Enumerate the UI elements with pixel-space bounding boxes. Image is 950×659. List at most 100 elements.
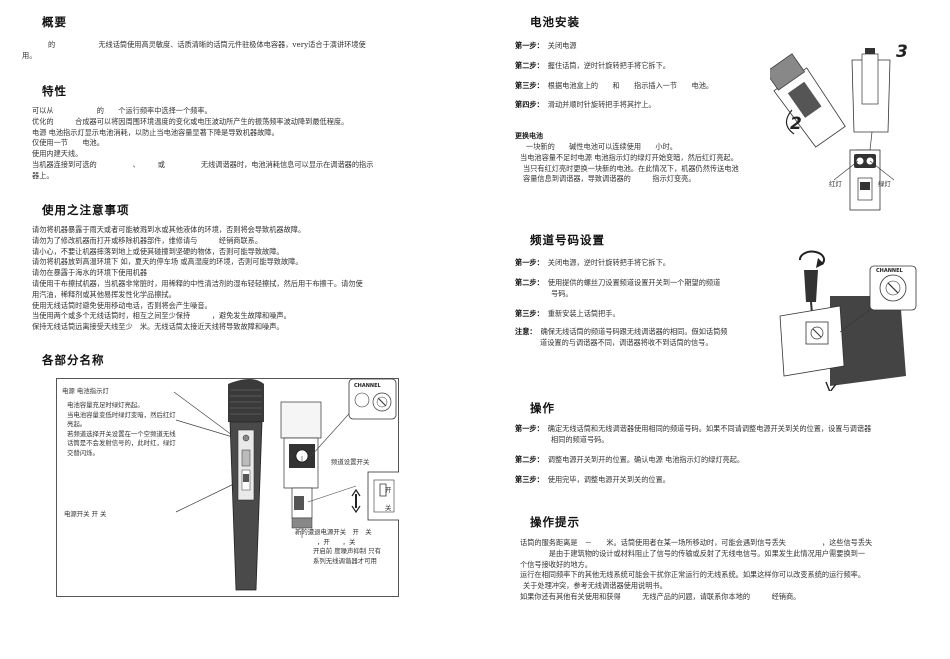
channel-dial-label: CHANNEL <box>354 383 381 389</box>
step-text: 使用完毕，调整电源开关到关的位置。 <box>547 475 670 484</box>
channel-note: 注意：确保无线话筒的频道号码跟无线调谐器的相同。假如话筒频 <box>515 327 727 337</box>
operation-step-1-cont: 相同的频道号码。 <box>551 435 609 445</box>
step-label: 第一步： <box>515 424 544 433</box>
step-label: 第二步： <box>515 455 544 464</box>
precautions-title: 使用之注意事项 <box>42 203 130 217</box>
indicator-description: 电池容量充足时绿灯亮起。 当电池容量变低时绿灯变暗，然后红灯 亮起。 若频道选择… <box>67 401 176 459</box>
step-text: 滑动并顺时针旋转把手将其拧上。 <box>547 100 656 109</box>
replace-line: 容量信息到调谐器，导致调谐器的 指示灯变亮。 <box>523 174 696 184</box>
precaution-line: 使用无线话筒时避免使用移动电话，否则将会产生噪音。 <box>32 300 212 310</box>
red-light-label: 红灯 <box>829 180 842 188</box>
step-label: 第三步： <box>515 309 544 318</box>
precaution-line: 保持无线话筒远离接受天线至少 米。无线话筒太接近天线将导致故障和噪声。 <box>32 322 284 332</box>
step-text: 调整电源开关到开的位置。确认电源 电池指示灯的绿灯亮起。 <box>547 455 745 464</box>
indicator-desc-line: 电池容量充足时绿灯亮起。 <box>67 401 144 409</box>
step-label: 第二步： <box>515 278 544 287</box>
tips-line: 运行在相同频率下的其他无线系统可能会干扰你正常运行的无线系统。如果这样你可以改变… <box>520 570 866 580</box>
battery-step-2: 第二步：握住话筒，逆时针旋转把手将它拆下。 <box>515 61 670 71</box>
tips-line: 话筒的服务距离是 － 米。话筒使用者在某一场所移动时，可能会遇到信号丢失 ，这些… <box>520 538 873 547</box>
operation-step-3: 第三步：使用完毕，调整电源开关到关的位置。 <box>515 475 670 485</box>
features-line: 仅使用一节 电池。 <box>32 138 104 148</box>
battery-step-4: 第四步：滑动并顺时针旋转把手将其拧上。 <box>515 100 656 110</box>
step-text: 确保无线话筒的频道号码跟无线调谐器的相同。假如话筒频 <box>540 327 728 336</box>
newmodel-desc-line: ，开 ，关 <box>317 537 356 546</box>
step-text: 关闭电源 <box>547 41 577 50</box>
features-list: 可以从 的 个运行频率中选择一个频率。 优化的 合成器可以将因周围环境温度的变化… <box>32 106 373 182</box>
battery-install-illustration <box>770 48 895 211</box>
replace-battery-title: 更换电池 <box>515 132 543 140</box>
battery-figure-number-2: 2 <box>790 114 802 134</box>
precaution-line: 请勿为了修改机器而打开或移除机器部件，维修请与 经销商联系。 <box>32 235 263 245</box>
features-line: 优化的 合成器可以将因周围环境温度的变化或电压波动所产生的振荡频率波动降到最低程… <box>32 116 349 126</box>
precaution-line: 当使用两个或多个无线话筒时，相互之间至少保持 ，避免发生故障和噪声。 <box>32 311 291 321</box>
battery-figure-number-3: 3 <box>896 42 908 62</box>
step-text: 握住话筒，逆时针旋转把手将它拆下。 <box>547 61 670 70</box>
parts-title: 各部分名称 <box>42 353 105 367</box>
operation-step-1: 第一步：确定无线话筒和无线调谐器使用相同的频道号码。如果不同请调整电源开关到关的… <box>515 424 871 434</box>
operation-step-2: 第二步：调整电源开关到开的位置。确认电源 电池指示灯的绿灯亮起。 <box>515 455 744 465</box>
step-label: 第一步： <box>515 258 544 267</box>
replace-line: 一块新的 碱性电池可以连续使用 小时。 <box>526 142 677 151</box>
operation-title: 操作 <box>530 401 555 415</box>
channel-step-2-cont: 号码。 <box>551 289 573 299</box>
tips-line: 是由于建筑物的设计或材料阻止了信号的传输或反射了无线电信号。如果发生此情况用户需… <box>520 548 866 558</box>
indicator-desc-line: 交替闪烁。 <box>67 449 99 458</box>
step-text: 重新安装上话筒把手。 <box>547 309 620 318</box>
precaution-line: 请勿将机器放到高温环境下 如，夏天的停车场 或高湿度的环境，否则可能导致故障。 <box>32 257 303 267</box>
step-label: 注意： <box>515 327 537 336</box>
replace-line: 当电池容量不足时电源 电池指示灯的绿灯开始变暗，然后红灯亮起。 <box>520 152 738 162</box>
precaution-line: 请勿将机器暴露于雨天或者可能被溅到水或其他液体的环境，否则将会导致机器故障。 <box>32 225 306 234</box>
features-title: 特性 <box>42 84 67 98</box>
overview-line-2: 用。 <box>22 50 37 60</box>
features-line: 当机器连接到可选的 、 或 无线调谐器时，电池消耗信息可以显示在调谐器的指示 <box>32 159 374 169</box>
newmodel-desc-line: 新的遭退电源开关 开 关 <box>295 528 372 536</box>
indicator-desc-line: 亮起。 <box>67 420 87 429</box>
switch-off-label: 关 <box>385 504 392 512</box>
channel-dial-label-right: CHANNEL <box>876 268 903 274</box>
channel-switch-label: 频道设置开关 <box>331 458 370 466</box>
precaution-line: 用汽油，稀释剂或其他易挥发性化学品擦拭。 <box>32 289 176 299</box>
features-line: 可以从 的 个运行频率中选择一个频率。 <box>32 106 212 115</box>
tips-line: 如果你还有其他有关使用和获得 无线产品的问题，请联系你本地的 经销商。 <box>520 591 801 601</box>
features-line: 器上。 <box>32 170 54 180</box>
step-label: 第四步： <box>515 100 544 109</box>
tips-line: 关于处理冲突，参考无线调谐器使用说明书。 <box>523 581 667 591</box>
step-text: 确定无线话筒和无线调谐器使用相同的频道号码。如果不同请调整电源开关到关的位置，设… <box>547 424 872 433</box>
precautions-list: 请勿将机器暴露于雨天或者可能被溅到水或其他液体的环境，否则将会导致机器故障。 请… <box>32 225 363 333</box>
parts-illustration <box>173 378 399 591</box>
indicator-label: 电源 电池指示灯 <box>62 387 109 395</box>
battery-step-3: 第三步：根据电池盒上的 和 指示插入一节 电池。 <box>515 81 713 91</box>
replace-battery-text: 一块新的 碱性电池可以连续使用 小时。 当电池容量不足时电源 电池指示灯的绿灯开… <box>520 142 739 185</box>
precaution-line: 请使用干布擦拭机器，当机器非常脏时，用稀释的中性清洁剂的湿布轻轻擦拭，然后用干布… <box>32 278 363 288</box>
channel-setting-illustration <box>779 250 917 391</box>
step-label: 第二步： <box>515 61 544 70</box>
precaution-line: 请勿在暴露于海水的环境下使用机器 <box>32 268 148 278</box>
overview-title: 概要 <box>42 15 67 29</box>
channel-step-1: 第一步：关闭电源，逆时针旋转把手将它拆下。 <box>515 258 670 268</box>
step-label: 第三步： <box>515 475 544 484</box>
step-label: 第一步： <box>515 41 544 50</box>
newmodel-desc-line: 开启前 度噪声抑制 只有 <box>313 547 381 556</box>
step-text: 相同的频道号码。 <box>551 435 609 444</box>
channel-step-3: 第三步：重新安装上话筒把手。 <box>515 309 620 319</box>
channel-note-cont: 道设置的与调谐器不同，调谐器将收不到话筒的信号。 <box>540 338 713 348</box>
overview-line-1: 的 无线话筒使用高灵敏度、话质清晰的话筒元件驻极体电容器，very适合于演讲环境… <box>48 40 366 49</box>
features-line: 电源 电池指示灯显示电池消耗，以防止当电池容量显著下降是导致机器故障。 <box>32 127 279 137</box>
newmodel-desc-line: 系列无线调谐器才可用 <box>313 556 377 565</box>
switch-on-label: 开 <box>385 486 392 494</box>
channel-step-2: 第二步：使用提供的螺丝刀设置频道设置开关到一个期望的频道 <box>515 278 720 288</box>
step-text: 关闭电源，逆时针旋转把手将它拆下。 <box>547 258 670 267</box>
precaution-line: 请小心，不要让机器摔落到地上或使其碰撞到坚硬的物体，否则可能导致故障。 <box>32 246 284 256</box>
step-text: 使用提供的螺丝刀设置频道设置开关到一个期望的频道 <box>547 278 721 287</box>
green-light-label: 绿灯 <box>878 180 891 188</box>
step-label: 第三步： <box>515 81 544 90</box>
indicator-desc-line: 当电池容量变低时绿灯变暗，然后红灯 <box>67 410 176 419</box>
overview-text: 的 无线话筒使用高灵敏度、话质清晰的话筒元件驻极体电容器，very适合于演讲环境… <box>22 40 366 62</box>
newmodel-description: 新的遭退电源开关 开 关 ，开 ，关 开启前 度噪声抑制 只有 系列无线调谐器才… <box>295 528 381 566</box>
power-switch-label: 电源开关 开 关 <box>64 510 107 518</box>
tips-text: 话筒的服务距离是 － 米。话筒使用者在某一场所移动时，可能会遇到信号丢失 ，这些… <box>520 538 872 603</box>
battery-title: 电池安装 <box>530 15 580 29</box>
indicator-desc-line: 话筒是不会发射信号的，此时红，绿灯 <box>67 439 176 448</box>
step-text: 道设置的与调谐器不同，调谐器将收不到话筒的信号。 <box>540 338 713 347</box>
tips-line: 个信号接收好的地方。 <box>520 559 592 569</box>
